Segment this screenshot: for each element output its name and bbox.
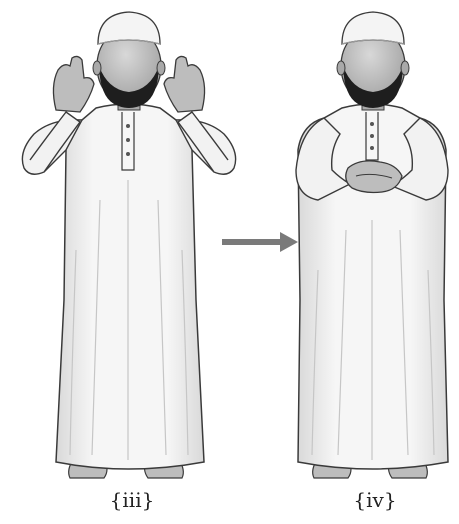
figure-qiyam <box>296 12 448 478</box>
arrow-right-icon <box>222 232 298 252</box>
left-hand-raised-left <box>53 56 94 112</box>
right-cap <box>342 12 404 44</box>
step-label-iv: {iv} <box>335 488 415 512</box>
left-robe <box>56 104 204 469</box>
left-cap <box>98 12 160 44</box>
step-label-iii: {iii} <box>92 488 172 512</box>
figure-takbir <box>22 12 235 478</box>
left-hand-raised-right <box>164 56 205 112</box>
